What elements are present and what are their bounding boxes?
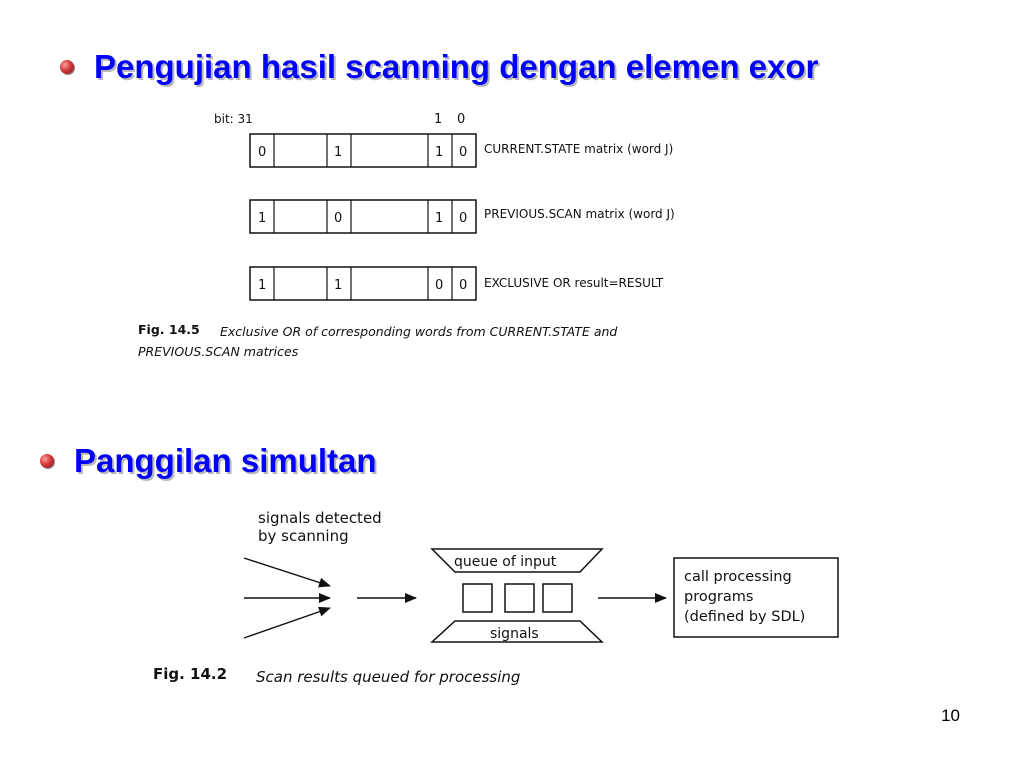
row-label: PREVIOUS.SCAN matrix (word J) [484,207,675,221]
bit-cell: 1 [435,145,443,160]
fig-exor: bit: 31 1 0 0 1 1 0 CURRENT.STATE matrix… [138,112,675,359]
bit-cell: 1 [258,211,266,226]
word-box [249,133,477,168]
page-number: 10 [941,706,960,725]
bit-cell: 0 [258,145,266,160]
heading-simultaneous: Panggilan simultan [40,442,377,480]
fig-exor-caption-number: Fig. 14.5 [138,322,200,337]
signals-text-line2: by scanning [258,527,349,545]
box-line3: (defined by SDL) [684,609,805,625]
signals-text-line1: signals detected [258,509,382,527]
arrow-icon [243,557,331,588]
bit-cell: 0 [435,278,443,293]
queue-slot [542,583,573,613]
bullet-icon [60,60,74,74]
bit-zero-label: 0 [457,112,465,127]
box-line2: programs [684,589,753,605]
word-row-previous: 1 0 1 0 PREVIOUS.SCAN matrix (word J) [249,199,675,234]
word-row-result: 1 1 0 0 EXCLUSIVE OR result=RESULT [249,266,664,301]
queue-top-funnel [430,548,604,573]
bit-cell: 1 [334,145,342,160]
arrow-icon [243,606,331,639]
bit-cell: 1 [334,278,342,293]
bullet-icon [40,454,54,468]
bit-cell: 0 [459,278,467,293]
bit-label: bit: 31 [214,112,253,126]
queue-slot [462,583,493,613]
word-row-current: 0 1 1 0 CURRENT.STATE matrix (word J) [249,133,673,168]
word-box [249,199,477,234]
row-label: EXCLUSIVE OR result=RESULT [484,276,664,290]
bit-one-label: 1 [434,112,442,127]
queue-top-label: queue of input [454,554,557,570]
heading-exor: Pengujian hasil scanning dengan elemen e… [60,48,818,86]
bit-cell: 1 [435,211,443,226]
fig-queue-caption-text: Scan results queued for processing [256,668,520,686]
queue-slot [504,583,535,613]
bit-cell: 0 [334,211,342,226]
fig-queue: signals detected by scanning queue of in… [153,509,839,686]
row-label: CURRENT.STATE matrix (word J) [484,142,673,156]
call-processing-box [673,557,839,638]
box-line1: call processing [684,569,792,585]
bit-cell: 0 [459,211,467,226]
queue-bottom-label: signals [490,626,539,642]
fig-exor-caption-line2: PREVIOUS.SCAN matrices [138,344,299,359]
word-box [249,266,477,301]
heading-simultaneous-text: Panggilan simultan [74,442,377,479]
fig-queue-caption-number: Fig. 14.2 [153,665,227,683]
bit-cell: 0 [459,145,467,160]
queue-bottom-funnel [430,620,604,643]
bit-cell: 1 [258,278,266,293]
heading-exor-text: Pengujian hasil scanning dengan elemen e… [94,48,819,85]
fig-exor-caption-line1: Exclusive OR of corresponding words from… [220,324,617,339]
